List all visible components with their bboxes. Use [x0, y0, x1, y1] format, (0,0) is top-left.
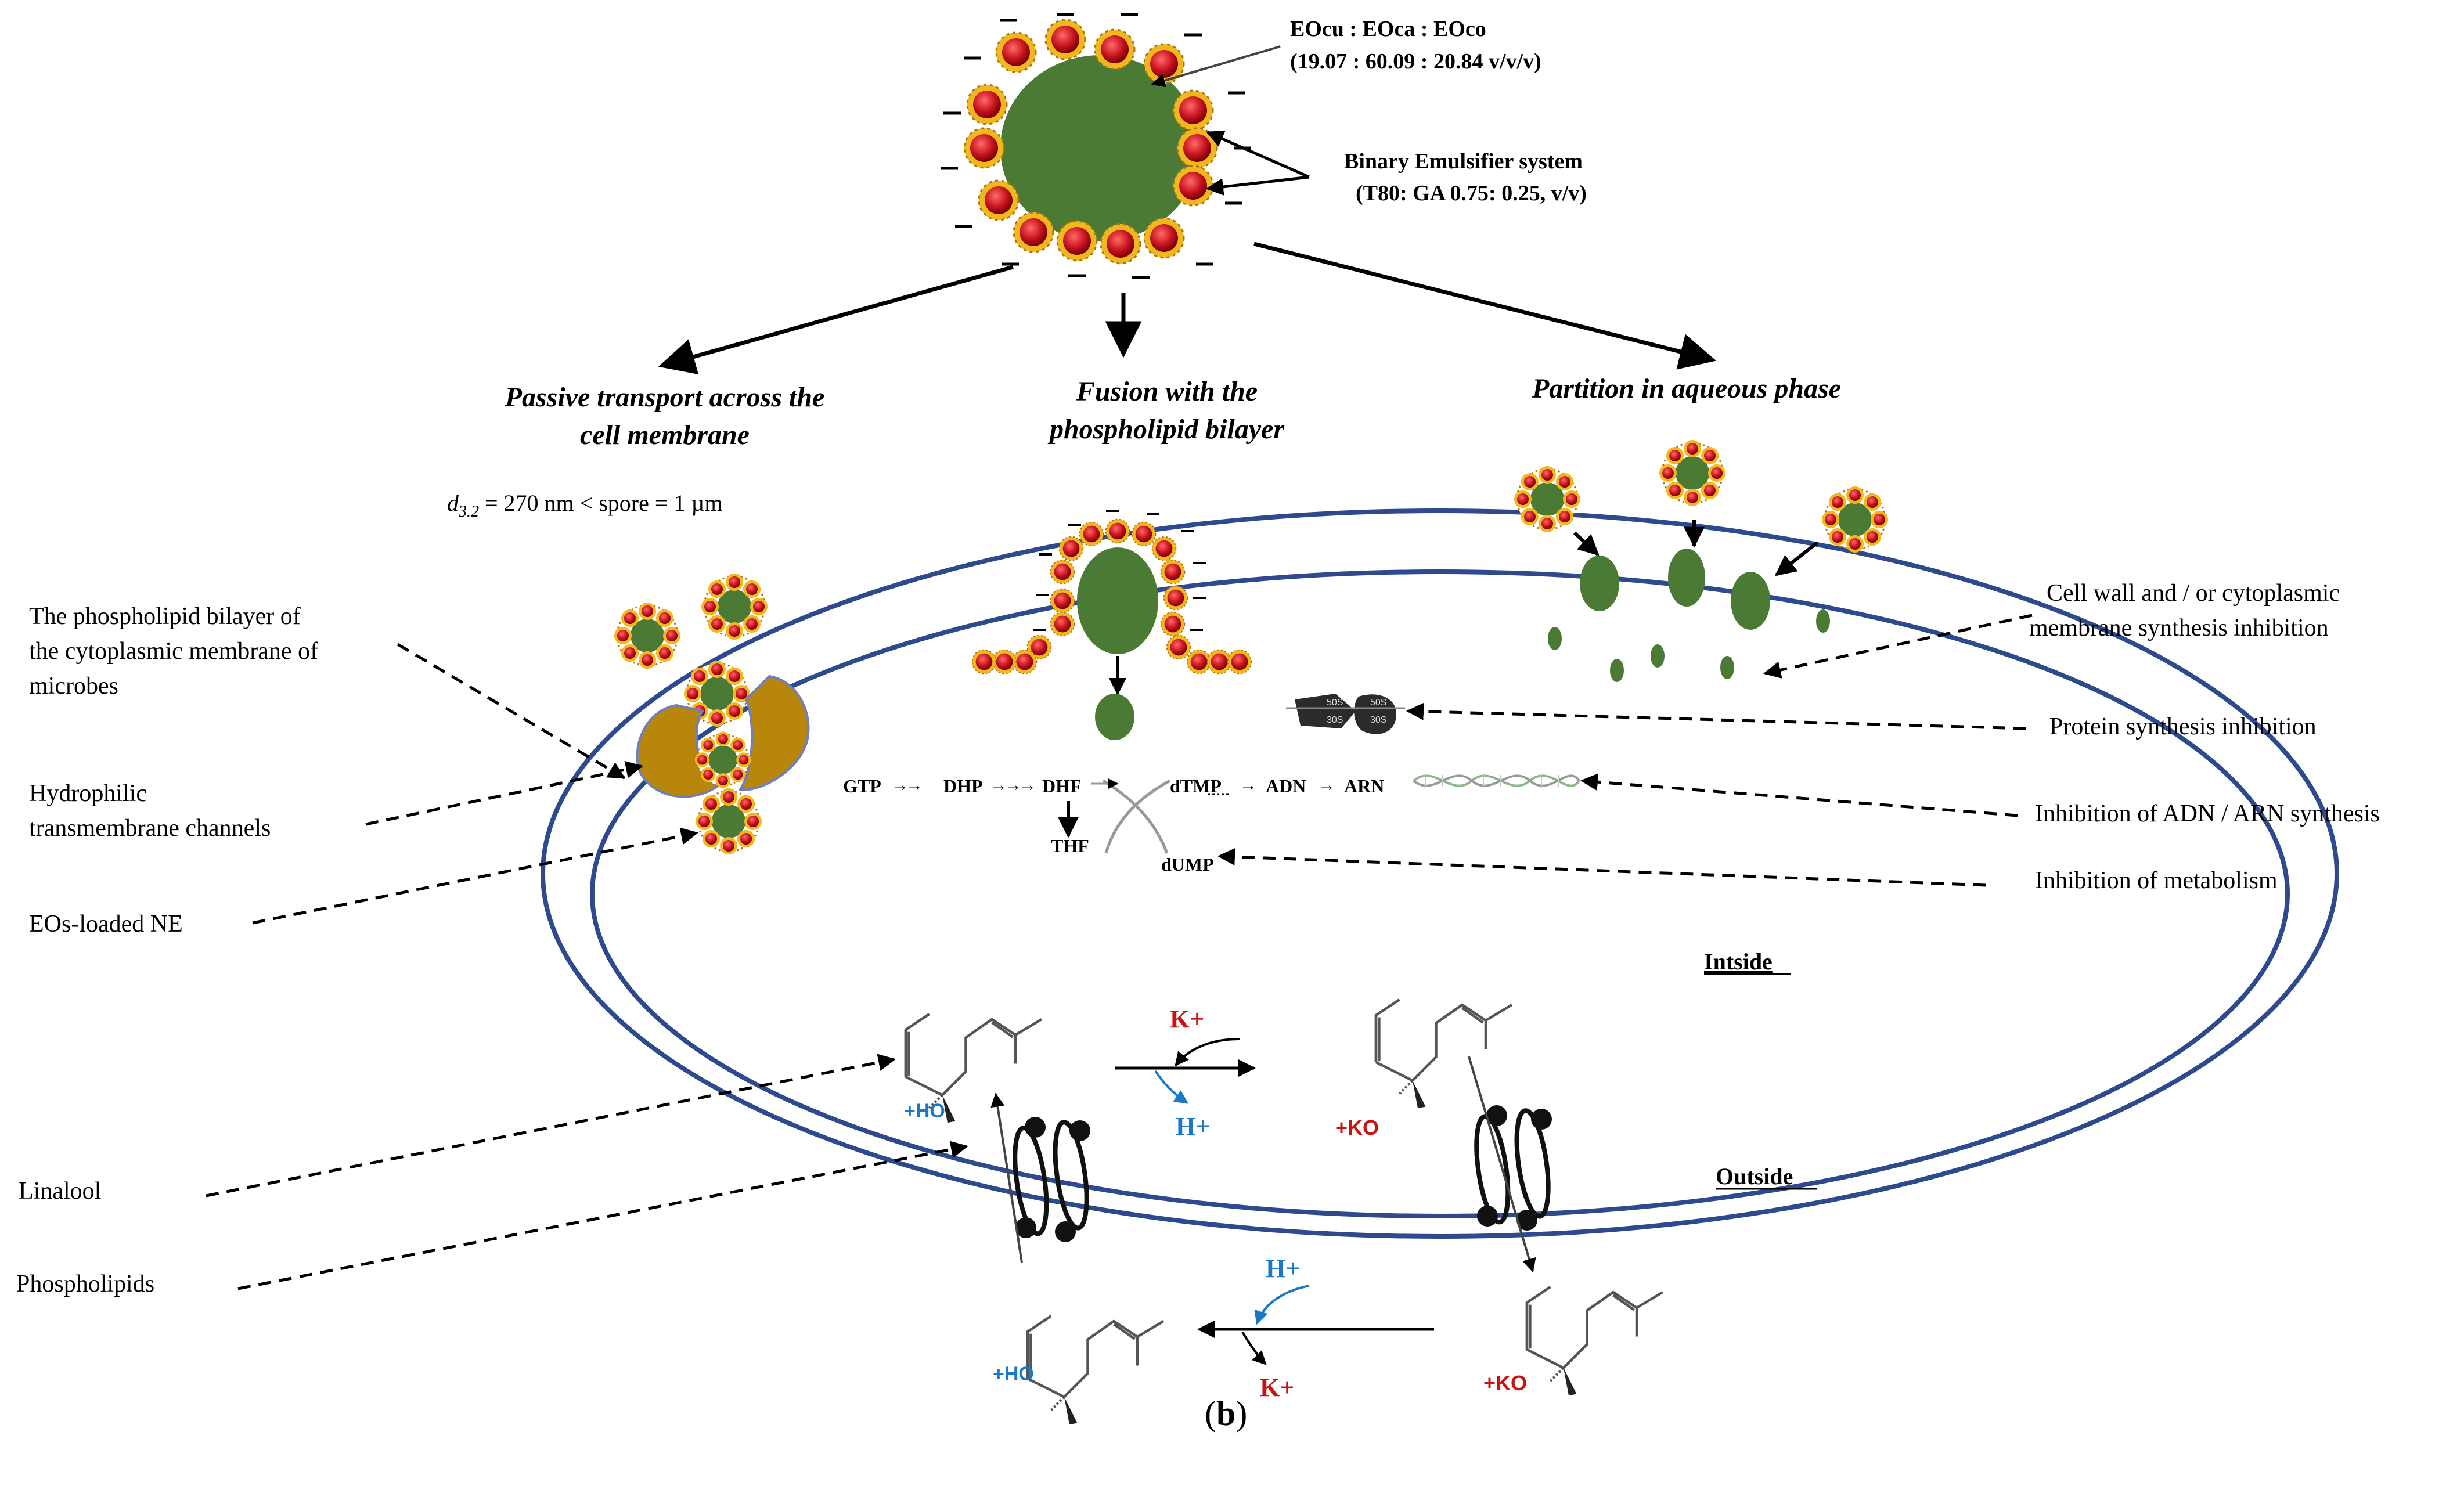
label-eos-loaded-ne: EOs-loaded NE [29, 911, 183, 937]
emulsifier-line1: Binary Emulsifier system [1344, 149, 1583, 174]
svg-text:microbes: microbes [29, 673, 118, 699]
label-linalool: Linalool [19, 1178, 101, 1204]
ribosome-30s-left: 30S [1327, 715, 1343, 725]
partition-line1: Partition in aqueous phase [1532, 373, 1841, 404]
mechanism-fusion: Fusion with the phospholipid bilayer [1047, 376, 1285, 445]
label-protein-synthesis-inhibition: Protein synthesis inhibition [2049, 713, 2317, 740]
panel-label: (b) [1205, 1394, 1247, 1433]
phospholipid-channel-right [1468, 1056, 1554, 1273]
k-plus-outside: K+ [1260, 1373, 1294, 1402]
svg-text:→: → [1240, 776, 1257, 795]
hydrophilic-channel [636, 675, 810, 798]
pathway-dtmp: dTMP [1170, 776, 1222, 796]
emulsifier-line2: (T80: GA 0.75: 0.25, v/v) [1356, 181, 1587, 205]
ho-outside: +HO [993, 1363, 1034, 1385]
emulsifier-label: Binary Emulsifier system (T80: GA 0.75: … [1344, 149, 1587, 205]
k-plus-inside: K+ [1170, 1005, 1204, 1033]
partition-particles [1514, 440, 1888, 682]
svg-text:membrane synthesis inhibition: membrane synthesis inhibition [2029, 615, 2329, 641]
label-hydrophilic-channels: Hydrophilic transmembrane channels [29, 780, 271, 842]
ribosome-50s-right: 50S [1370, 698, 1386, 708]
cell-membrane [541, 508, 2339, 1239]
ribosome: 50S 30S 50S 30S [1286, 694, 1405, 734]
linalool-inside-right [1376, 1000, 1512, 1108]
svg-text:→: → [1004, 776, 1022, 795]
svg-text:→: → [891, 776, 909, 795]
mechanism-passive-transport: Passive transport across the cell membra… [505, 382, 825, 450]
svg-text:Hydrophilic: Hydrophilic [29, 780, 147, 807]
ko-outside: +KO [1483, 1371, 1527, 1395]
pathway-arn: ARN [1344, 776, 1384, 796]
h-plus-outside: H+ [1266, 1254, 1300, 1283]
svg-text:→: → [906, 776, 923, 795]
pathway-dhf: DHF [1042, 776, 1082, 796]
passive-line1: Passive transport across the [505, 382, 825, 413]
ribosome-50s: 50S [1327, 698, 1343, 708]
mechanism-partition: Partition in aqueous phase [1532, 373, 1841, 404]
label-phospholipids: Phospholipids [16, 1271, 154, 1297]
label-cell-wall-inhibition: Cell wall and / or cytoplasmic membrane … [2029, 580, 2340, 641]
dna-helix-icon [1413, 774, 1580, 788]
svg-text:the cytoplasmic membrane of: the cytoplasmic membrane of [29, 638, 318, 665]
composition-line1: EOcu : EOca : EOco [1290, 17, 1486, 41]
pathway-thf: THF [1051, 835, 1089, 856]
svg-text:→: → [990, 776, 1007, 795]
svg-text:The phospholipid bilayer of: The phospholipid bilayer of [29, 603, 301, 630]
metabolic-pathway: GTP →→ DHP →→→ DHF dTMP → ADN → ARN THF … [843, 776, 1384, 875]
inside-label: Intside [1704, 948, 1773, 975]
pathway-adn: ADN [1266, 776, 1306, 796]
passive-line2: cell membrane [580, 420, 750, 450]
fusion-line1: Fusion with the [1076, 376, 1258, 407]
h-plus-inside: H+ [1176, 1112, 1210, 1141]
nanoemulsion-droplet [941, 13, 1251, 279]
size-note: d3.2 = 270 nm < spore = 1 µm [447, 490, 723, 521]
outside-label: Outside [1716, 1163, 1793, 1189]
svg-text:→: → [1318, 776, 1335, 795]
label-adn-arn-inhibition: Inhibition of ADN / ARN synthesis [2035, 800, 2380, 827]
ko-inside: +KO [1335, 1116, 1379, 1139]
composition-line2: (19.07 : 60.09 : 20.84 v/v/v) [1290, 49, 1541, 74]
pathway-dhp: DHP [943, 776, 983, 796]
svg-text:→: → [1019, 776, 1036, 795]
label-phospholipid-bilayer: The phospholipid bilayer of the cytoplas… [29, 603, 318, 699]
ho-inside: +HO [904, 1100, 945, 1122]
svg-text:Cell wall and / or cytoplasmic: Cell wall and / or cytoplasmic [2047, 580, 2340, 607]
linalool-outside-left [1028, 1316, 1163, 1424]
phospholipid-channel-left [990, 1092, 1092, 1263]
pathway-gtp: GTP [843, 776, 881, 796]
fusion-droplet [971, 510, 1252, 740]
pathway-dump: dUMP [1161, 854, 1214, 875]
svg-text:transmembrane channels: transmembrane channels [29, 815, 271, 842]
label-metabolism-inhibition: Inhibition of metabolism [2035, 867, 2278, 894]
composition-label: EOcu : EOca : EOco (19.07 : 60.09 : 20.8… [1290, 17, 1541, 74]
ribosome-30s-right: 30S [1370, 715, 1386, 725]
fusion-line2: phospholipid bilayer [1047, 414, 1285, 445]
linalool-outside-right [1527, 1287, 1663, 1395]
